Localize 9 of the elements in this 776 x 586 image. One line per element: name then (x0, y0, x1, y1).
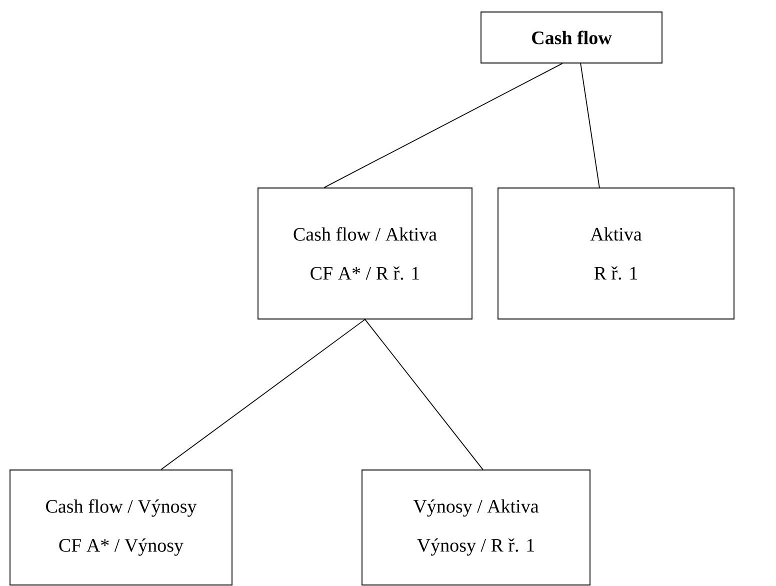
connector-line (160, 319, 366, 470)
ratio-box: Aktiva R ř. 1 (498, 188, 734, 320)
connector-line (324, 63, 563, 188)
connector-line (364, 319, 484, 470)
ratio-box: Cash flow / Aktiva CF A* / R ř. 1 (258, 188, 472, 320)
ratio-box: Cash flow / Výnosy CF A* / Výnosy (10, 470, 232, 586)
ratio-box: Výnosy / Aktiva Výnosy / R ř. 1 (362, 470, 590, 586)
connector-line (580, 63, 600, 188)
title-box: Cash flow (480, 12, 662, 64)
